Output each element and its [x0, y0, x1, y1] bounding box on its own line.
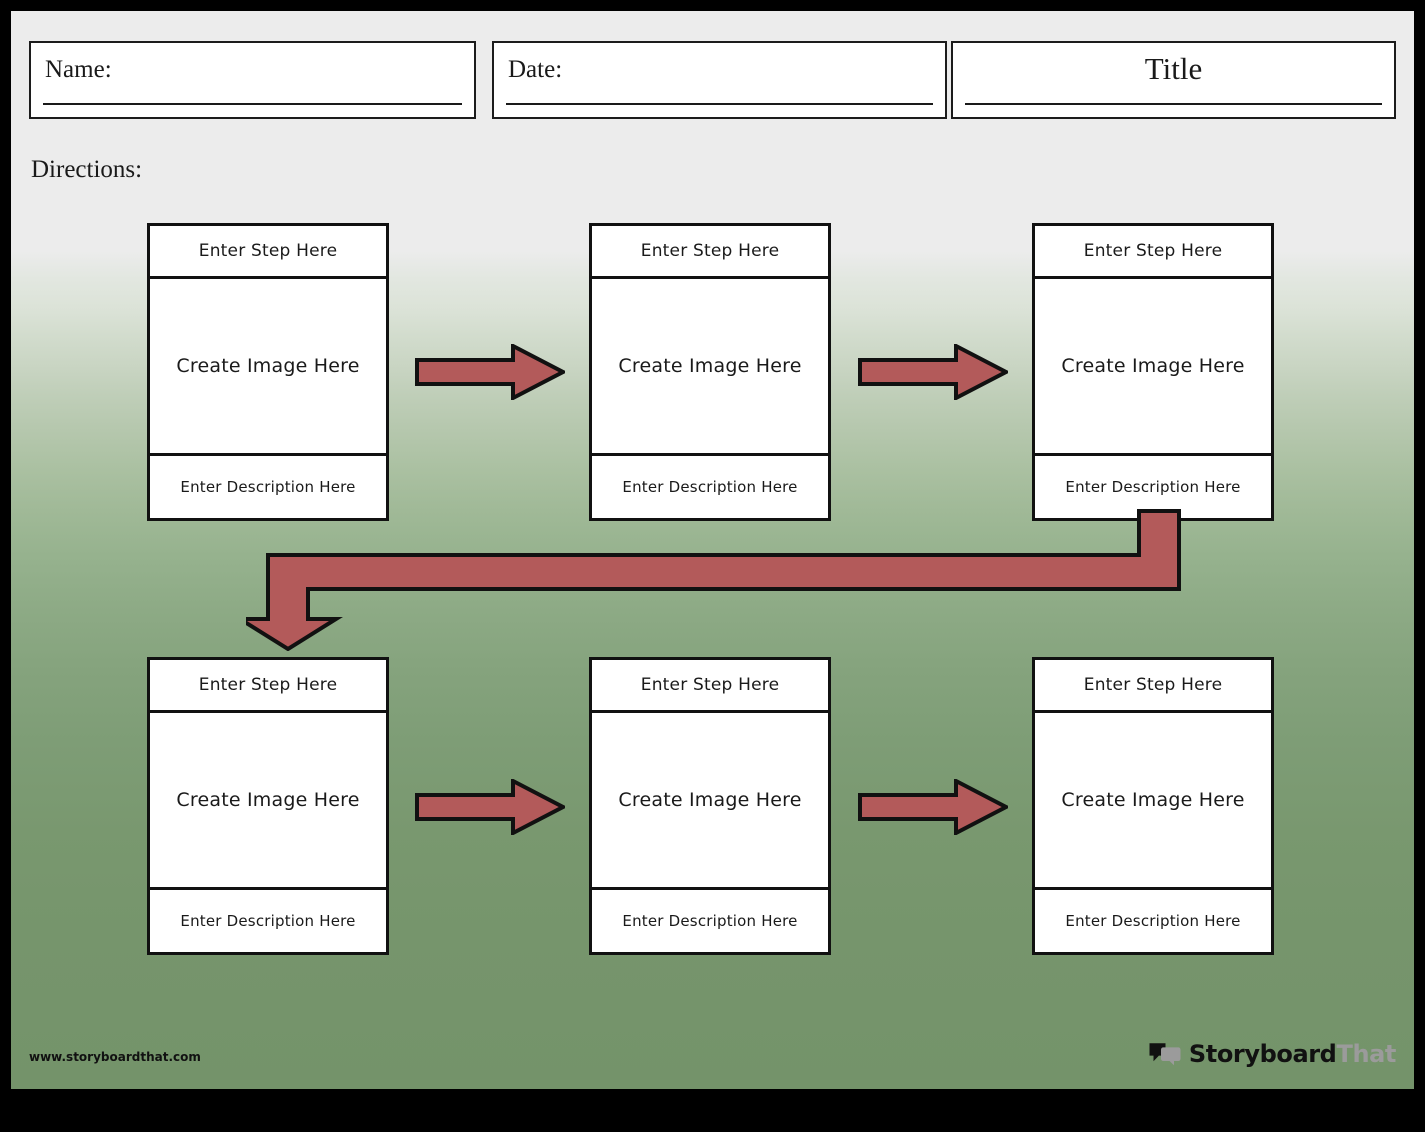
cell-image-placeholder[interactable]: Create Image Here	[592, 279, 828, 456]
cell-description-label[interactable]: Enter Description Here	[180, 478, 356, 496]
name-field-box[interactable]: Name:	[29, 41, 476, 119]
cell-description-label[interactable]: Enter Description Here	[622, 478, 798, 496]
arrow-right-icon	[415, 779, 565, 835]
elbow-arrow-down-left-icon	[246, 509, 1181, 651]
arrow-right-icon	[415, 344, 565, 400]
cell-image-placeholder[interactable]: Create Image Here	[150, 279, 386, 456]
cell-description-label[interactable]: Enter Description Here	[180, 912, 356, 930]
storyboard-cell[interactable]: Enter Step Here Create Image Here Enter …	[589, 223, 831, 521]
date-field-box[interactable]: Date:	[492, 41, 947, 119]
storyboard-cell[interactable]: Enter Step Here Create Image Here Enter …	[147, 223, 389, 521]
logo-word-storyboard: Storyboard	[1188, 1040, 1337, 1068]
cell-image-placeholder[interactable]: Create Image Here	[592, 713, 828, 890]
cell-description-label[interactable]: Enter Description Here	[622, 912, 798, 930]
title-field-box[interactable]: Title	[951, 41, 1396, 119]
storyboard-cell[interactable]: Enter Step Here Create Image Here Enter …	[1032, 223, 1274, 521]
cell-image-placeholder[interactable]: Create Image Here	[150, 713, 386, 890]
header-row: Name: Date: Title	[11, 11, 1414, 141]
worksheet-canvas: Name: Date: Title Directions: Enter Step…	[11, 11, 1414, 1089]
logo-wordmark: StoryboardThat	[1188, 1040, 1397, 1068]
cell-step-label[interactable]: Enter Step Here	[592, 226, 828, 279]
name-label: Name:	[45, 56, 112, 83]
date-label: Date:	[508, 56, 563, 83]
speech-bubbles-icon	[1149, 1043, 1181, 1066]
arrow-right-icon	[858, 779, 1008, 835]
cell-image-placeholder[interactable]: Create Image Here	[1035, 713, 1271, 890]
date-write-line	[506, 103, 933, 105]
cell-step-label[interactable]: Enter Step Here	[592, 660, 828, 713]
storyboard-cell[interactable]: Enter Step Here Create Image Here Enter …	[589, 657, 831, 955]
cell-step-label[interactable]: Enter Step Here	[150, 660, 386, 713]
cell-description-label[interactable]: Enter Description Here	[1065, 912, 1241, 930]
website-url: www.storyboardthat.com	[29, 1050, 201, 1064]
storyboardthat-logo: StoryboardThat	[1148, 1041, 1396, 1067]
logo-word-that: That	[1336, 1040, 1396, 1068]
cell-description-label[interactable]: Enter Description Here	[1065, 478, 1241, 496]
storyboard-cell[interactable]: Enter Step Here Create Image Here Enter …	[147, 657, 389, 955]
title-write-line	[965, 103, 1382, 105]
directions-label: Directions:	[31, 156, 143, 183]
cell-image-placeholder[interactable]: Create Image Here	[1035, 279, 1271, 456]
storyboard-cell[interactable]: Enter Step Here Create Image Here Enter …	[1032, 657, 1274, 955]
title-text: Title	[1144, 51, 1203, 86]
cell-step-label[interactable]: Enter Step Here	[1035, 226, 1271, 279]
cell-step-label[interactable]: Enter Step Here	[150, 226, 386, 279]
cell-step-label[interactable]: Enter Step Here	[1035, 660, 1271, 713]
name-write-line	[43, 103, 462, 105]
arrow-right-icon	[858, 344, 1008, 400]
